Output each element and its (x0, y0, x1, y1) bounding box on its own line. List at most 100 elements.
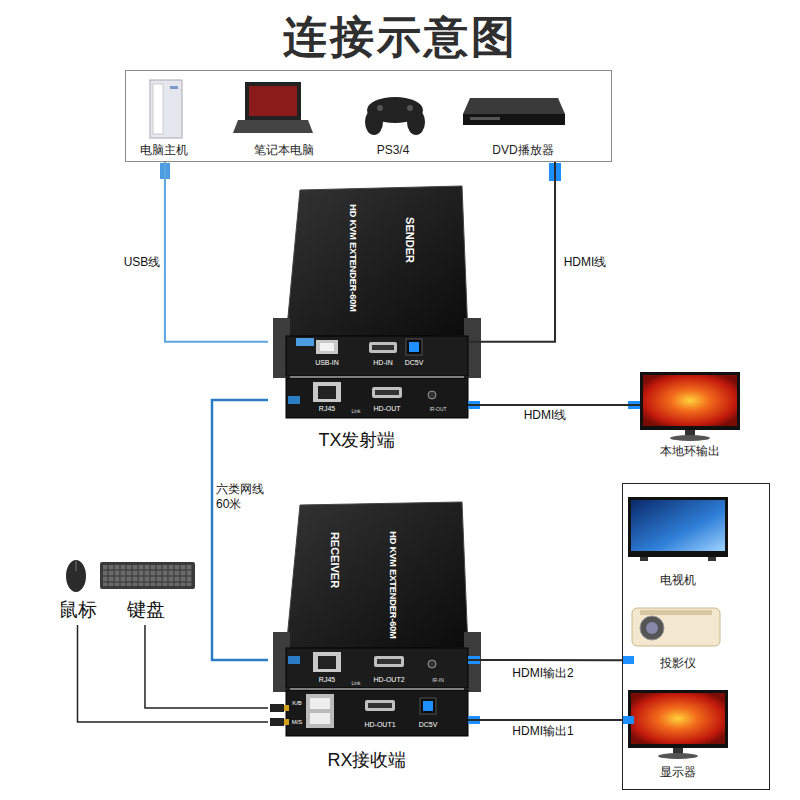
cable-line (212, 400, 268, 660)
keyboard-art-part (100, 562, 195, 589)
sender-unit-art-part (369, 342, 397, 353)
pc-tower-art (150, 80, 182, 138)
projector-art-part (640, 616, 664, 640)
port-label: HD-IN (373, 359, 392, 367)
dvd-player-art-part (470, 117, 500, 120)
port-label: HD KVM EXTENDER-60M (387, 531, 397, 639)
local-monitor-art (628, 372, 740, 441)
receiver-unit-art-part (286, 502, 468, 650)
port-label: DC5V (419, 721, 438, 729)
game-controller-art (365, 97, 425, 135)
port-label: M/S (292, 719, 303, 726)
projector-art-part (640, 610, 712, 615)
device-label: DVD播放器 (492, 144, 553, 157)
diagram-title: 连接示意图 (0, 8, 800, 67)
dvd-player-art-part (463, 114, 565, 125)
laptop-art-part (249, 86, 297, 116)
receiver-unit-art-part (318, 656, 336, 669)
pc-tower-art-part (170, 86, 178, 89)
dvd-player-art-part (463, 98, 565, 114)
port-label: Link (351, 409, 360, 415)
receiver-unit-art-part (377, 659, 401, 664)
game-controller-art-part (377, 105, 383, 111)
port-label: RJ45 (319, 676, 335, 684)
mouse-art (66, 560, 86, 592)
sender-unit-art (273, 186, 481, 418)
port-label: IR-OUT (429, 407, 446, 413)
pc-tower-art-part (153, 84, 163, 134)
projector-art-part (632, 608, 720, 646)
receiver-unit-art-part (420, 698, 436, 714)
port-label: RJ45 (319, 405, 335, 413)
sender-unit-art-part (286, 378, 468, 418)
receiver-unit-art-part (374, 656, 404, 667)
display-monitor-art-part (628, 690, 728, 759)
mouse-art-part (66, 560, 86, 592)
device-label: 电视机 (660, 574, 696, 587)
receiver-unit-art-part (270, 718, 284, 726)
tv-art-part (628, 497, 728, 557)
device-label: TX发射端 (318, 431, 395, 451)
mouse: 鼠标 (50, 555, 105, 625)
keyboard-art-part (103, 565, 192, 586)
sender-unit-art-part (406, 339, 422, 355)
sender-unit-art-part (318, 386, 336, 399)
port-label: DC5V (405, 359, 424, 367)
cable-line (468, 162, 555, 342)
cable-label: HDMI线 (524, 408, 567, 423)
cable-label: HDMI线 (564, 255, 607, 270)
game-controller-art-part (407, 109, 425, 135)
sender-unit-art-part (288, 396, 300, 404)
laptop-art (233, 82, 313, 133)
port-label: Link (351, 681, 360, 687)
sender-unit-art-part (372, 345, 394, 350)
pc-tower-art-part (150, 80, 182, 138)
sender-unit-art-part (286, 336, 468, 376)
game-controller-art-part (365, 109, 383, 135)
laptop-art-part (245, 82, 301, 120)
sender-unit-art-part (409, 342, 419, 352)
port-label: IR-IN (432, 678, 444, 684)
keyboard-art (100, 562, 195, 589)
receiver-unit-art-part (310, 698, 330, 709)
source-device-box: 电脑主机 笔记本电脑 PS3/4 DVD播放器 (125, 70, 612, 162)
tv-art (628, 497, 728, 561)
cable-line (468, 404, 640, 406)
device-label: 键盘 (127, 600, 165, 621)
cable-label: HDMI输出1 (512, 724, 573, 739)
display-device-box: 电视机投影仪显示器 (622, 483, 770, 790)
receiver-unit-art-part (365, 700, 395, 711)
local-monitor: 本地环输出 (640, 372, 740, 462)
receiver-unit-art-part (270, 704, 284, 712)
receiver-unit-art-part (286, 690, 468, 736)
tv-art-part (640, 557, 648, 561)
sender-unit-art-part (428, 391, 436, 399)
device-label: 鼠标 (59, 600, 97, 621)
cable-label: HDMI输出2 (512, 666, 573, 681)
receiver-unit-art-part (288, 656, 300, 664)
device-label: 显示器 (660, 766, 696, 779)
sender-unit-art-part (296, 338, 314, 346)
device-label: RX接收端 (327, 751, 406, 771)
device-label: PS3/4 (377, 144, 410, 157)
cable-line (468, 719, 622, 721)
game-controller-art-part (407, 105, 413, 111)
receiver-unit-art-part (368, 703, 392, 708)
receiver-unit-art-part (306, 694, 334, 728)
port-label: SENDER (404, 217, 416, 263)
sender-unit-art-part (372, 387, 402, 398)
port-label: HD KVM EXTENDER-60M (347, 204, 357, 312)
port-label: USB-IN (315, 359, 339, 367)
device-label: 笔记本电脑 (254, 144, 314, 157)
device-label: 电脑主机 (140, 144, 188, 157)
cable-label: USB线 (124, 255, 161, 270)
receiver-unit-art-part (313, 652, 341, 672)
cable-line (78, 625, 269, 722)
device-label: 投影仪 (660, 657, 696, 670)
receiver-unit: HD KVM EXTENDER-60MRECEIVERRJ45LinkHD-OU… (268, 500, 468, 775)
sender-unit-art-part (313, 382, 341, 402)
projector-art-part (622, 656, 634, 664)
dvd-player-art (463, 98, 565, 125)
sender-unit-art-part (375, 390, 399, 395)
port-label: K/B (292, 700, 302, 707)
